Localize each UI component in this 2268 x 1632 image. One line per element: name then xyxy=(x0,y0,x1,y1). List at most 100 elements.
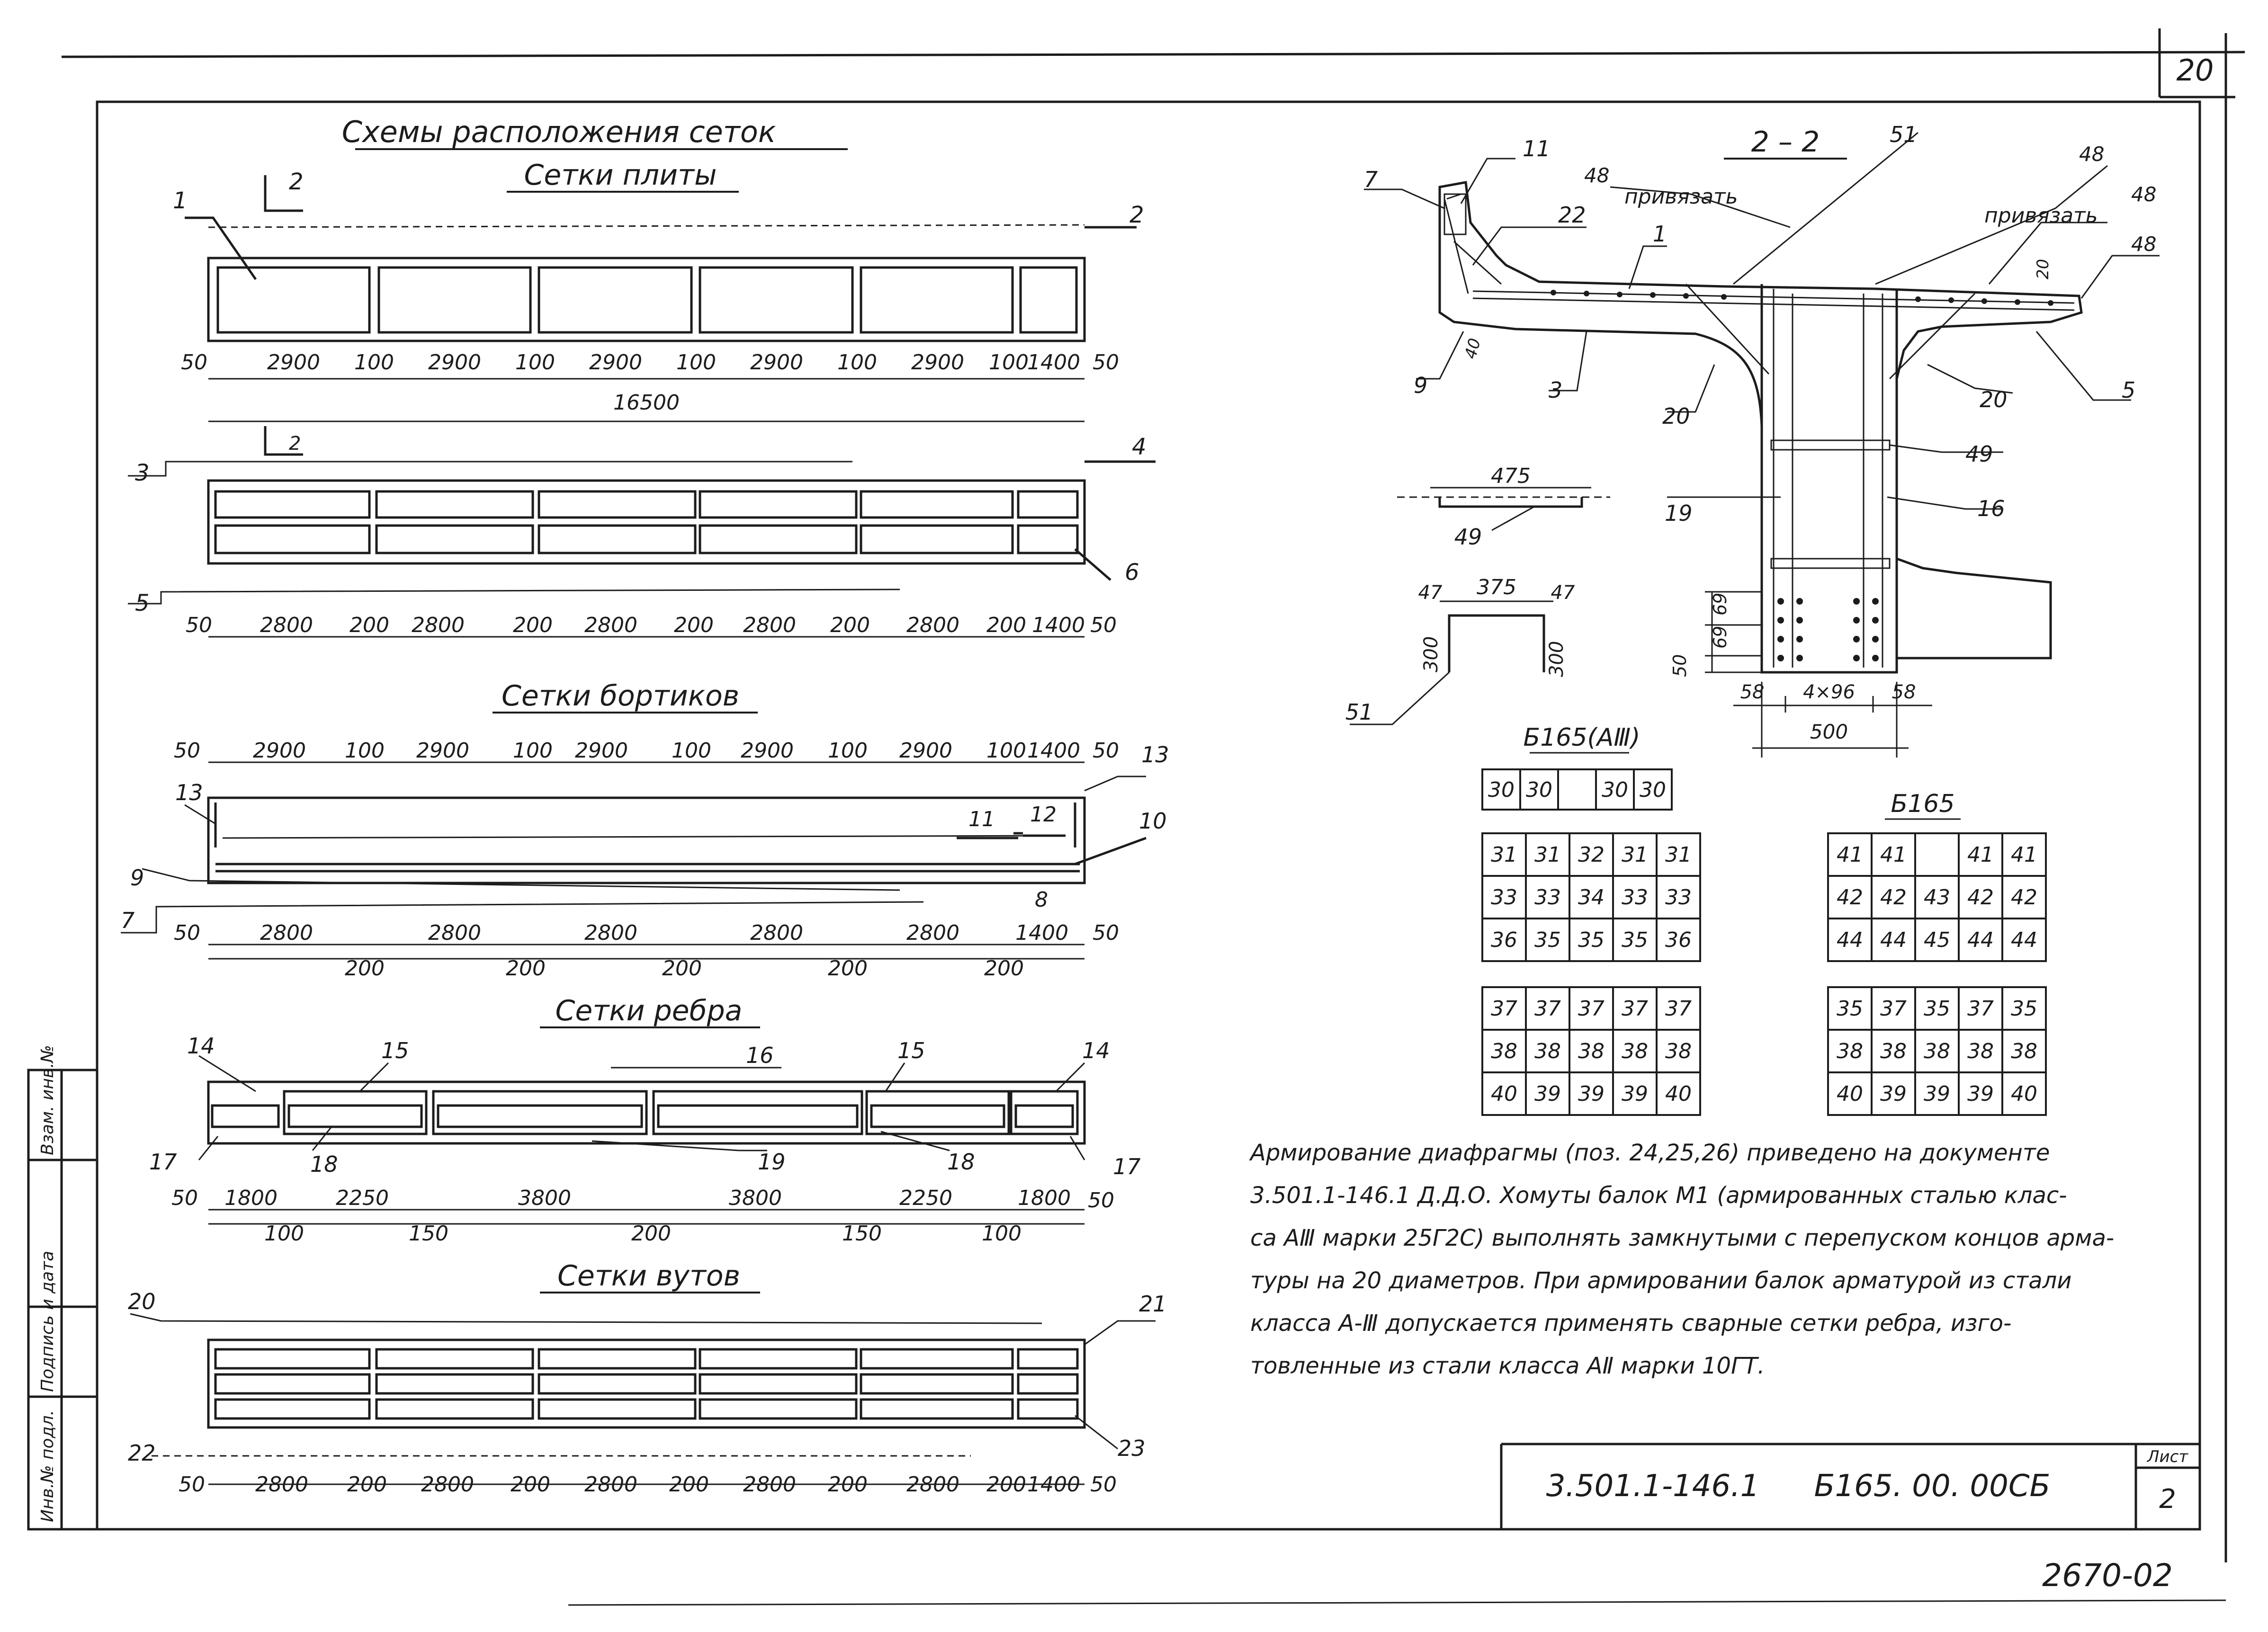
section-dim-69a: 69 xyxy=(1710,593,1730,615)
leader-4: 4 xyxy=(1132,434,1147,460)
svg-text:2900: 2900 xyxy=(911,350,964,375)
svg-text:200: 200 xyxy=(347,1472,387,1497)
svg-text:38: 38 xyxy=(1665,1039,1692,1063)
table-b165-title: Б165 xyxy=(1891,790,1955,818)
section-label-7: 7 xyxy=(1364,167,1378,192)
svg-text:32: 32 xyxy=(1578,843,1605,867)
svg-text:200: 200 xyxy=(669,1472,709,1497)
svg-text:2800: 2800 xyxy=(584,921,637,945)
svg-text:38: 38 xyxy=(1880,1039,1907,1063)
note-line-3: са АⅢ марки 25Г2С) выполнять замкнутыми … xyxy=(1250,1225,2115,1251)
svg-text:31: 31 xyxy=(1622,843,1648,867)
svg-text:36: 36 xyxy=(1491,928,1517,952)
leader-1: 1 xyxy=(173,187,188,214)
svg-text:35: 35 xyxy=(1534,928,1561,952)
svg-text:41: 41 xyxy=(1837,843,1863,867)
svg-text:44: 44 xyxy=(1967,928,1994,952)
svg-text:50: 50 xyxy=(174,739,200,763)
table-b165-a3-top-row: 30 30 30 30 xyxy=(1481,768,1673,811)
detail-51-label: 51 xyxy=(1345,699,1373,725)
section-label-48a: 48 xyxy=(1584,164,1609,187)
svg-text:43: 43 xyxy=(1924,885,1950,910)
svg-text:50: 50 xyxy=(171,1186,198,1210)
detail-49-length: 475 xyxy=(1491,464,1531,488)
table-b165-block1: 41 41 41 41 42 42 43 42 42 44 44 45 44 4… xyxy=(1827,832,2047,962)
svg-text:30: 30 xyxy=(1526,778,1552,802)
panel-slab-lower-meshes: 2 3 4 5 6 50 2800 200 2800 xyxy=(128,426,1156,638)
panel-edge-title: Сетки бортиков xyxy=(502,679,739,713)
section-label-11: 11 xyxy=(1523,136,1551,161)
svg-text:42: 42 xyxy=(1880,885,1907,910)
svg-text:44: 44 xyxy=(1880,928,1907,952)
svg-text:200: 200 xyxy=(828,956,868,981)
haunch-dimension-row: 50 2800 200 2800 200 2800 200 2800 200 2… xyxy=(179,1472,1117,1497)
section-dim-69b: 69 xyxy=(1710,626,1730,649)
section-label-51: 51 xyxy=(1890,122,1918,147)
svg-text:38: 38 xyxy=(1534,1039,1561,1063)
table-b165-a3: Б165(АⅢ) 30 30 30 30 31 31 32 31 31 xyxy=(1481,723,1701,1116)
section-2-2: 2 – 2 xyxy=(1364,122,2160,758)
svg-text:35: 35 xyxy=(1837,997,1863,1021)
layout-title: Схемы расположения сеток xyxy=(342,115,776,149)
leader-7: 7 xyxy=(121,908,134,933)
note-line-1: Армирование диафрагмы (поз. 24,25,26) пр… xyxy=(1250,1140,2050,1166)
leader-14-right: 14 xyxy=(1082,1038,1110,1063)
leader-15-left: 15 xyxy=(381,1038,409,1063)
svg-text:100: 100 xyxy=(982,1222,1022,1246)
rebar-dots xyxy=(1551,290,2053,661)
edge-bottom-dimension-row: 50 2800 2800 2800 2800 2800 1400 50 200 … xyxy=(174,921,1119,981)
section-label-20a: 20 xyxy=(2034,259,2053,279)
svg-text:2800: 2800 xyxy=(428,921,481,945)
svg-text:40: 40 xyxy=(1665,1082,1692,1106)
detail-51-height-left: 300 xyxy=(1420,636,1442,672)
sheet-frame xyxy=(27,28,2245,1606)
svg-text:200: 200 xyxy=(345,956,385,981)
note-line-2: 3.501.1-146.1 Д.Д.О. Хомуты балок М1 (ар… xyxy=(1250,1182,2067,1209)
slab-lower-mesh-cells xyxy=(214,490,1079,554)
svg-text:200: 200 xyxy=(984,956,1024,981)
svg-text:200: 200 xyxy=(513,613,553,637)
svg-text:50: 50 xyxy=(1093,350,1119,375)
svg-text:100: 100 xyxy=(513,739,553,763)
svg-text:33: 33 xyxy=(1665,885,1692,910)
note-line-5: класса А-Ⅲ допускается применять сварные… xyxy=(1250,1310,2012,1337)
panel-haunch-title: Сетки вутов xyxy=(557,1259,740,1293)
leader-12: 12 xyxy=(1030,803,1057,827)
svg-text:33: 33 xyxy=(1534,885,1561,910)
panel-slab-meshes: Сетки плиты 2 1 2 50 2900 100 2900 100 2… xyxy=(173,159,1144,422)
leader-11: 11 xyxy=(968,807,995,831)
svg-text:2900: 2900 xyxy=(899,739,952,763)
detail-bar-49: 475 49 xyxy=(1397,464,1610,550)
svg-text:42: 42 xyxy=(1967,885,1994,910)
section-label-3: 3 xyxy=(1549,377,1562,403)
leader-18-left: 18 xyxy=(310,1151,338,1177)
stamp-signature-date: Подпись и дата xyxy=(38,1251,57,1392)
svg-text:33: 33 xyxy=(1622,885,1648,910)
svg-text:50: 50 xyxy=(1088,1188,1114,1213)
svg-text:50: 50 xyxy=(1093,739,1119,763)
section-label-40: 40 xyxy=(1461,336,1485,361)
section-label-20c: 20 xyxy=(1980,387,2008,412)
leader-13-right: 13 xyxy=(1141,742,1169,767)
haunch-mesh-cells xyxy=(214,1348,1079,1420)
sheet-corner-number: 20 xyxy=(2177,53,2214,88)
svg-text:31: 31 xyxy=(1534,843,1561,867)
svg-text:42: 42 xyxy=(1837,885,1863,910)
archive-number: 2670-02 xyxy=(2042,1557,2173,1594)
leader-23: 23 xyxy=(1118,1436,1146,1461)
svg-text:1800: 1800 xyxy=(224,1186,278,1210)
svg-text:38: 38 xyxy=(1491,1039,1517,1063)
svg-text:38: 38 xyxy=(1924,1039,1950,1063)
sheet-number: 2 xyxy=(2159,1484,2176,1515)
svg-text:37: 37 xyxy=(1880,997,1907,1021)
svg-text:35: 35 xyxy=(1924,997,1950,1021)
table-b165-a3-title: Б165(АⅢ) xyxy=(1524,723,1640,752)
svg-text:30: 30 xyxy=(1640,778,1666,802)
svg-text:2800: 2800 xyxy=(255,1472,308,1497)
svg-text:35: 35 xyxy=(2011,997,2037,1021)
svg-text:2800: 2800 xyxy=(260,613,313,637)
leader-19: 19 xyxy=(758,1149,786,1175)
leader-22: 22 xyxy=(128,1440,156,1466)
svg-text:100: 100 xyxy=(986,739,1026,763)
svg-text:200: 200 xyxy=(986,1472,1026,1497)
